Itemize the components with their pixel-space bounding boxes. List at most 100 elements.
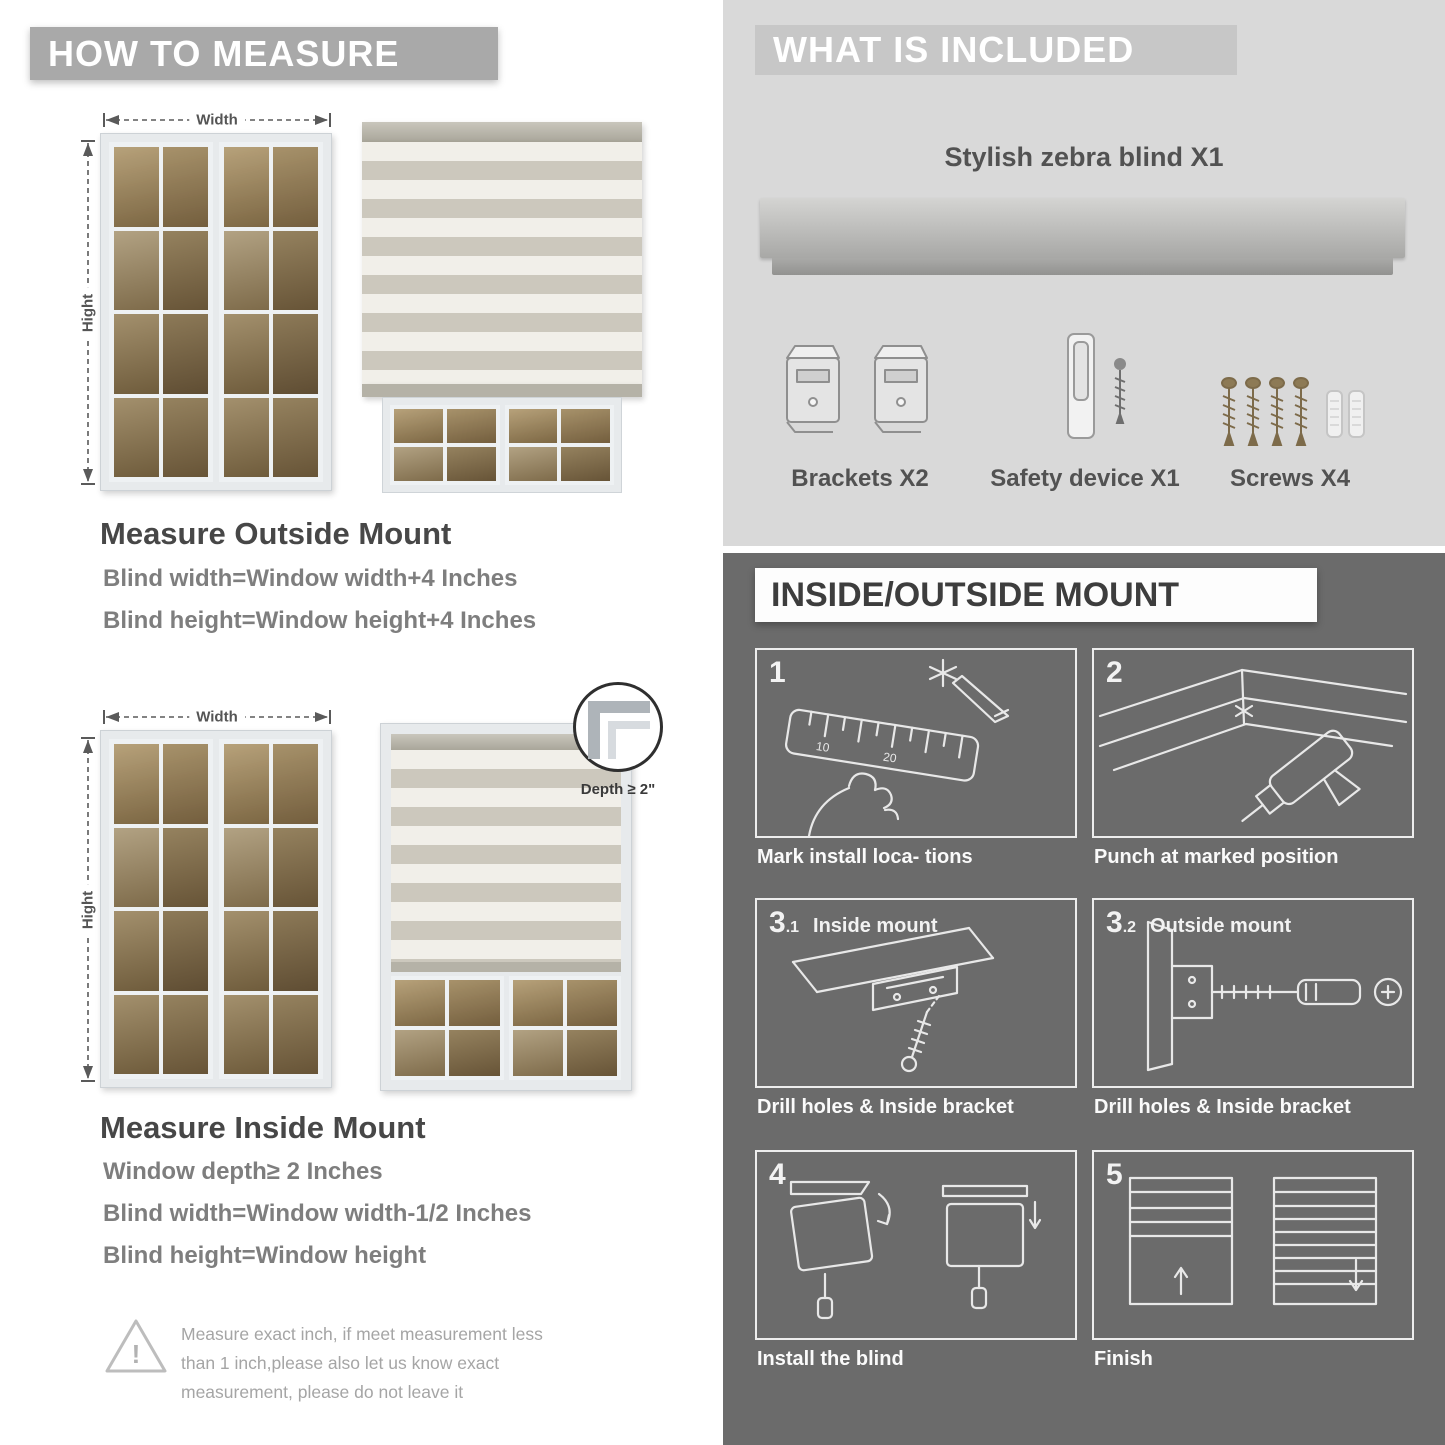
window-pane: [224, 744, 269, 824]
window-pane: [163, 397, 208, 477]
window-pane: [446, 447, 496, 481]
window-pane: [512, 1030, 563, 1076]
inside-bracket-illustration: [791, 926, 995, 1073]
window-doors: [391, 976, 621, 1080]
step-panel-1: 10 20 1: [755, 648, 1077, 838]
blind-cassette-image: [760, 198, 1405, 258]
frame-corner-icon: [588, 701, 650, 759]
window-pane: [163, 911, 208, 991]
step-title: Outside mount: [1150, 915, 1292, 937]
inside-formula-depth: Window depth≥ 2 Inches: [103, 1158, 383, 1185]
window-pane: [273, 911, 318, 991]
outside-formula-height: Blind height=Window height+4 Inches: [103, 607, 537, 634]
window-pane: [114, 397, 159, 477]
window-door-left: [109, 142, 213, 482]
warning-text: Measure exact inch, if meet measurement …: [181, 1320, 651, 1407]
window-pane: [224, 147, 269, 227]
step-subnumber: .1: [785, 919, 800, 936]
window-pane: [566, 980, 617, 1026]
step-number: 3: [1106, 906, 1123, 939]
warning-triangle-icon: !: [105, 1319, 167, 1373]
window-pane: [114, 314, 159, 394]
height-arrow-left-2: Hight: [79, 737, 97, 1082]
brackets-icon: [786, 345, 928, 433]
step-caption: Punch at marked position: [1094, 846, 1339, 868]
mount-banner: INSIDE/OUTSIDE MOUNT: [755, 568, 1317, 622]
step-subnumber: .2: [1122, 919, 1137, 936]
depth-detail-circle: [573, 682, 663, 772]
window-pane: [224, 397, 269, 477]
window-pane: [163, 147, 208, 227]
included-section: WHAT IS INCLUDED Stylish zebra blind X1: [723, 0, 1445, 546]
step-panel-3-2: 3.2 Outside mount: [1092, 898, 1414, 1088]
window-door-left: [390, 405, 500, 485]
window-pane: [512, 980, 563, 1026]
window-pane: [114, 744, 159, 824]
finish-illustration: [1128, 1176, 1378, 1306]
outside-mount-title: Measure Outside Mount: [100, 516, 452, 551]
window-pane: [163, 230, 208, 310]
ruler-mark-20: 20: [882, 750, 898, 766]
window-pane: [114, 827, 159, 907]
window-pane: [561, 409, 610, 443]
window-doors: [109, 142, 323, 482]
step-caption: Drill holes & Inside bracket: [757, 1096, 1014, 1118]
window-doors: [390, 405, 614, 485]
window-pane: [566, 1030, 617, 1076]
included-title: WHAT IS INCLUDED: [773, 29, 1135, 70]
step-number: 5: [1106, 1158, 1123, 1191]
window-pane: [449, 980, 500, 1026]
blind-stripes: [362, 142, 642, 384]
step-panel-3-1: 3.1 Inside mount: [755, 898, 1077, 1088]
window-pane: [446, 409, 496, 443]
step-number: 4: [769, 1158, 786, 1191]
safety-device-icon: [1067, 333, 1126, 439]
warning-line: than 1 inch,please also let us know exac…: [181, 1353, 500, 1373]
outside-formula-width: Blind width=Window width+4 Inches: [103, 565, 518, 592]
window-pane: [163, 314, 208, 394]
window-pane: [163, 994, 208, 1074]
height-label: Hight: [79, 883, 97, 936]
window-pane: [114, 911, 159, 991]
width-label: Width: [189, 708, 245, 726]
included-banner: WHAT IS INCLUDED: [755, 25, 1237, 75]
window-pane: [273, 147, 318, 227]
window-pane: [449, 1030, 500, 1076]
blind-stripes: [391, 750, 621, 962]
step-panel-4: 4: [755, 1150, 1077, 1340]
inside-mount-title: Measure Inside Mount: [100, 1110, 426, 1145]
window-door-right: [219, 739, 323, 1079]
window-pane: [273, 314, 318, 394]
zebra-blind-outside-illustration: [362, 122, 642, 494]
window-pane: [273, 994, 318, 1074]
depth-label: Depth ≥ 2": [580, 781, 656, 798]
step-caption: Finish: [1094, 1348, 1153, 1370]
window-illustration-outside: [100, 133, 332, 491]
window-door-left: [109, 739, 213, 1079]
screws-label: Screws X4: [1229, 465, 1351, 492]
inside-formula-width: Blind width=Window width-1/2 Inches: [103, 1200, 532, 1227]
window-doors: [109, 739, 323, 1079]
outside-bracket-illustration: [1146, 920, 1403, 1072]
step-panel-2: 2: [1092, 648, 1414, 838]
inside-mount-window: [391, 734, 621, 1080]
window-illustration-inside: [100, 730, 332, 1088]
window-door-right: [508, 976, 621, 1080]
blind-bottom-rail: [391, 962, 621, 972]
window-pane: [273, 744, 318, 824]
mount-section: INSIDE/OUTSIDE MOUNT 10 20: [723, 553, 1445, 1445]
window-pane: [224, 994, 269, 1074]
warning-line: Measure exact inch, if meet measurement …: [181, 1324, 543, 1344]
window-pane: [395, 1030, 446, 1076]
window-pane: [508, 409, 558, 443]
window-behind-blind: [382, 397, 622, 493]
window-pane: [114, 147, 159, 227]
mark-locations-illustration: 10 20: [784, 658, 1010, 836]
width-arrow-top: Width: [103, 111, 331, 129]
drill-illustration: [1098, 668, 1408, 823]
window-pane: [273, 397, 318, 477]
height-arrow-left: Hight: [79, 140, 97, 485]
screws-icon: [1221, 377, 1365, 446]
how-to-measure-title: HOW TO MEASURE: [48, 32, 400, 74]
inside-formula-height: Blind height=Window height: [103, 1242, 427, 1269]
